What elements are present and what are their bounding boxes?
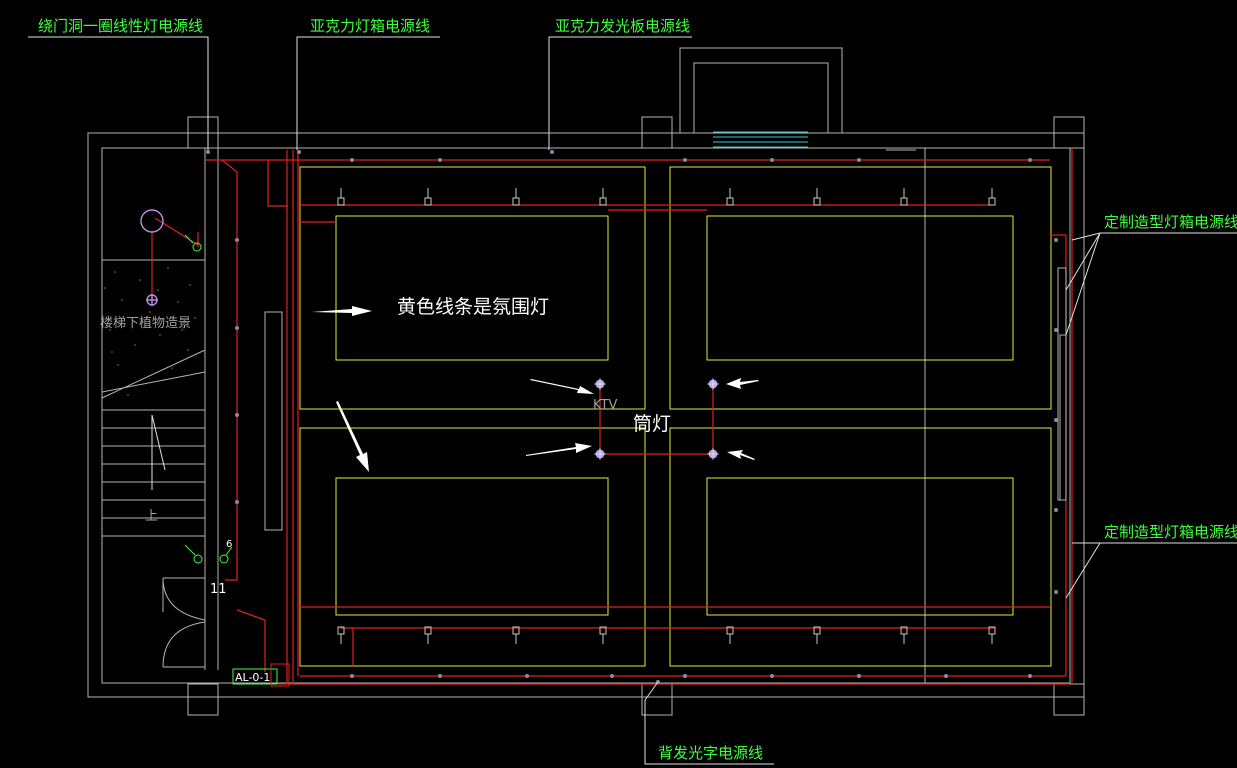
circular-lamp-icon: [140, 209, 164, 233]
junction-box-outline: [264, 311, 283, 531]
column-top-left: [187, 116, 219, 149]
arrow-to-downlight-2: [726, 378, 759, 389]
ambient-zone-bottom-right: [669, 427, 1052, 667]
stair-steps: [101, 349, 206, 537]
annotation-downlight: 筒灯: [633, 413, 671, 435]
custom-lightbox-strip: [1057, 267, 1067, 501]
panel-id-label: AL-0-1: [235, 671, 270, 684]
arrow-to-downlight-3: [526, 443, 592, 456]
door-swing-lower: [162, 621, 206, 668]
callout-right-upper: 定制造型灯箱电源线: [1104, 213, 1237, 231]
callout-top-middle: 亚克力灯箱电源线: [310, 17, 430, 35]
distribution-panel-box: [232, 668, 278, 685]
circuit-label-11: 11: [210, 582, 227, 597]
callout-bottom: 背发光字电源线: [658, 744, 763, 762]
callout-right-lower: 定制造型灯箱电源线: [1104, 523, 1237, 541]
ambient-panel-2: [706, 215, 1014, 361]
outer-wall: [87, 132, 1085, 698]
switch-icon-3: [219, 554, 229, 564]
stair-up-label: 上: [145, 509, 158, 524]
stair-direction-arrow: [151, 414, 166, 490]
column-bottom-mid: [641, 683, 673, 716]
door-swing-upper: [162, 577, 206, 621]
ambient-zone-top-right: [669, 166, 1052, 410]
switch-icon-2: [193, 554, 203, 564]
inner-wall: [101, 147, 1071, 684]
room-label-ktv: KTV: [593, 398, 617, 413]
column-top-mid: [641, 116, 673, 149]
entrance-glass: [713, 131, 808, 148]
ambient-panel-1: [335, 215, 609, 361]
ambient-zone-top-left: [299, 166, 646, 410]
arrow-to-ambient-bottom: [336, 401, 369, 472]
column-top-right: [1053, 116, 1085, 149]
ambient-zone-bottom-left: [299, 427, 646, 667]
circuit-label-6: 6: [226, 539, 232, 550]
switch-icon-1: [192, 242, 202, 252]
leader-lines: [28, 36, 1237, 765]
annotation-ambient-light: 黄色线条是氛围灯: [397, 296, 549, 318]
arrow-to-downlight-4: [727, 450, 755, 460]
planting-hatch: [104, 267, 196, 396]
entrance-inner: [693, 62, 829, 134]
wiring-nodes: [206, 150, 1058, 684]
arrow-to-downlight-1: [530, 379, 594, 394]
room-label-planting: 楼梯下植物造景: [100, 316, 191, 331]
annotation-arrows: [312, 306, 759, 472]
callout-top-left: 绕门洞一圈线性灯电源线: [38, 17, 203, 35]
entrance-outer: [679, 47, 843, 134]
column-bottom-right: [1053, 683, 1085, 716]
ambient-lights: [299, 166, 1052, 667]
callout-top-right: 亚克力发光板电源线: [555, 17, 690, 35]
ambient-panel-4: [706, 477, 1014, 616]
ambient-panel-3: [335, 477, 609, 616]
stair-fixtures: [140, 209, 164, 306]
arrow-to-ambient-light: [312, 306, 372, 316]
wiring: [151, 148, 1073, 685]
column-bottom-left: [187, 683, 219, 716]
walls: [87, 47, 1085, 716]
pendant-lights: [337, 188, 996, 644]
